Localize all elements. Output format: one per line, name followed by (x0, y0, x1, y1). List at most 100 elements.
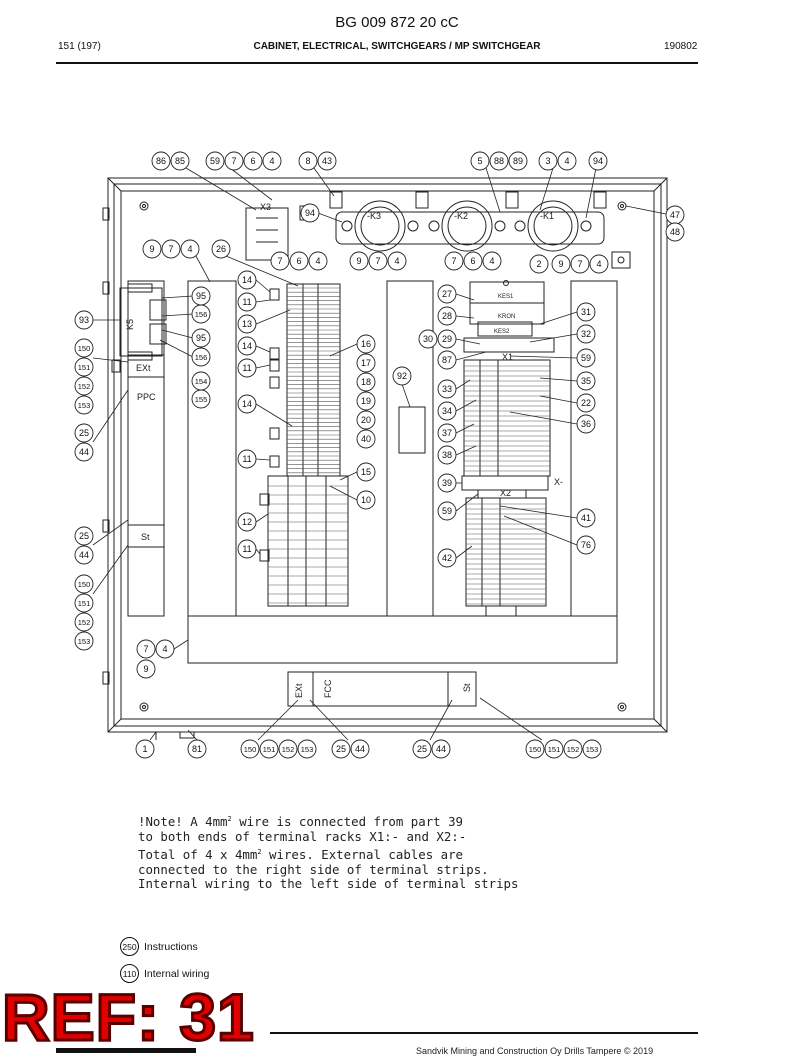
terminal-strip-1 (286, 283, 341, 477)
callout-number: 30 (423, 334, 433, 344)
callout-28: 28 (437, 306, 457, 326)
callout-number: 9 (558, 259, 563, 269)
callout-number: 40 (361, 434, 371, 444)
callout-number: 151 (78, 363, 91, 372)
callout-number: 10 (361, 495, 371, 505)
callout-number: 25 (417, 744, 427, 754)
callout-number: 152 (567, 745, 580, 754)
callout-number: 43 (322, 156, 332, 166)
callout-89: 89 (508, 151, 528, 171)
callout-6: 6 (289, 251, 309, 271)
callout-1: 1 (135, 739, 155, 759)
callout-7: 7 (224, 151, 244, 171)
callout-25: 25 (74, 526, 94, 546)
callout-number: 36 (581, 419, 591, 429)
callout-29: 29 (437, 329, 457, 349)
callout-number: 16 (361, 339, 371, 349)
callout-152: 152 (563, 739, 583, 759)
callout-number: 153 (78, 637, 91, 646)
callout-7: 7 (444, 251, 464, 271)
callout-95: 95 (191, 328, 211, 348)
callout-number: 87 (442, 355, 452, 365)
callout-44: 44 (74, 442, 94, 462)
callout-number: 1 (142, 744, 147, 754)
callout-number: 152 (282, 745, 295, 754)
note-line1-post: wire is connected from part 39 (231, 814, 464, 830)
cabinet-inner-frame (120, 190, 655, 720)
callout-number: 153 (586, 745, 599, 754)
callout-40: 40 (356, 429, 376, 449)
bottom-connector-rail (287, 671, 477, 707)
callout-number: 92 (397, 371, 407, 381)
mounting-bracket-92 (398, 406, 426, 454)
callout-number: 11 (242, 454, 251, 464)
note-line1-pre: !Note! A 4mm (138, 814, 228, 830)
legend-label: Internal wiring (144, 967, 210, 980)
callout-93: 93 (74, 310, 94, 330)
callout-number: 59 (581, 353, 591, 363)
callout-number: 4 (564, 156, 569, 166)
contactor-k1 (527, 200, 579, 252)
callout-151: 151 (74, 593, 94, 613)
callout-number: 26 (216, 244, 226, 254)
note-line5: Internal wiring to the left side of term… (138, 876, 519, 892)
document-title: BG 009 872 20 cC (335, 14, 459, 31)
callout-44: 44 (350, 739, 370, 759)
callout-30: 30 (418, 329, 438, 349)
callout-number: 4 (162, 644, 167, 654)
switchgear-diagram: X3 -K3 -K2 -K1 K5 EXt PPC St EXt FCC St … (74, 151, 685, 759)
callout-22: 22 (576, 393, 596, 413)
callout-86: 86 (151, 151, 171, 171)
callout-number: 42 (442, 553, 452, 563)
note-line3-pre: Total of 4 x 4mm (138, 846, 258, 862)
callout-7: 7 (570, 254, 590, 274)
callout-25: 25 (331, 739, 351, 759)
callout-4: 4 (589, 254, 609, 274)
callout-14: 14 (237, 394, 257, 414)
callout-150: 150 (525, 739, 545, 759)
wiring-note: !Note! A 4mm2 wire is connected from par… (138, 812, 518, 892)
callout-25: 25 (412, 739, 432, 759)
label-x1: X1 (502, 352, 513, 362)
callout-number: 7 (577, 259, 582, 269)
callout-number: 6 (296, 256, 301, 266)
callout-7: 7 (161, 239, 181, 259)
callout-number: 152 (78, 382, 91, 391)
callout-number: 28 (442, 311, 452, 321)
callout-6: 6 (463, 251, 483, 271)
callout-13: 13 (237, 314, 257, 334)
callout-44: 44 (74, 545, 94, 565)
document-date: 190802 (664, 41, 698, 52)
callout-number: 12 (242, 517, 252, 527)
callout-92: 92 (392, 366, 412, 386)
din-rail-left (127, 280, 165, 617)
callout-48: 48 (665, 222, 685, 242)
callout-9: 9 (142, 239, 162, 259)
callout-6: 6 (243, 151, 263, 171)
callout-88: 88 (489, 151, 509, 171)
callout-number: 9 (356, 256, 361, 266)
callout-76: 76 (576, 535, 596, 555)
callout-11: 11 (237, 292, 257, 312)
callout-number: 14 (242, 341, 252, 351)
callout-number: 6 (470, 256, 475, 266)
callout-number: 38 (442, 450, 452, 460)
callout-number: 20 (361, 415, 371, 425)
label-k5: K5 (125, 319, 135, 330)
legend-label: Instructions (144, 940, 198, 953)
callout-number: 76 (581, 540, 591, 550)
callout-number: 4 (489, 256, 494, 266)
callout-number: 14 (242, 275, 252, 285)
label-x-minus: X- (554, 477, 563, 487)
callout-number: 47 (670, 210, 680, 220)
legend-instructions: 250 Instructions (120, 937, 198, 956)
callout-number: 17 (361, 358, 371, 368)
page-number: 151 (197) (58, 41, 101, 52)
callout-number: 44 (436, 744, 446, 754)
callout-number: 151 (263, 745, 276, 754)
label-kes2: KES2 (494, 329, 510, 335)
callout-number: 59 (442, 506, 452, 516)
callout-4: 4 (387, 251, 407, 271)
legend-badge: 110 (120, 964, 139, 983)
callout-number: 153 (301, 745, 314, 754)
